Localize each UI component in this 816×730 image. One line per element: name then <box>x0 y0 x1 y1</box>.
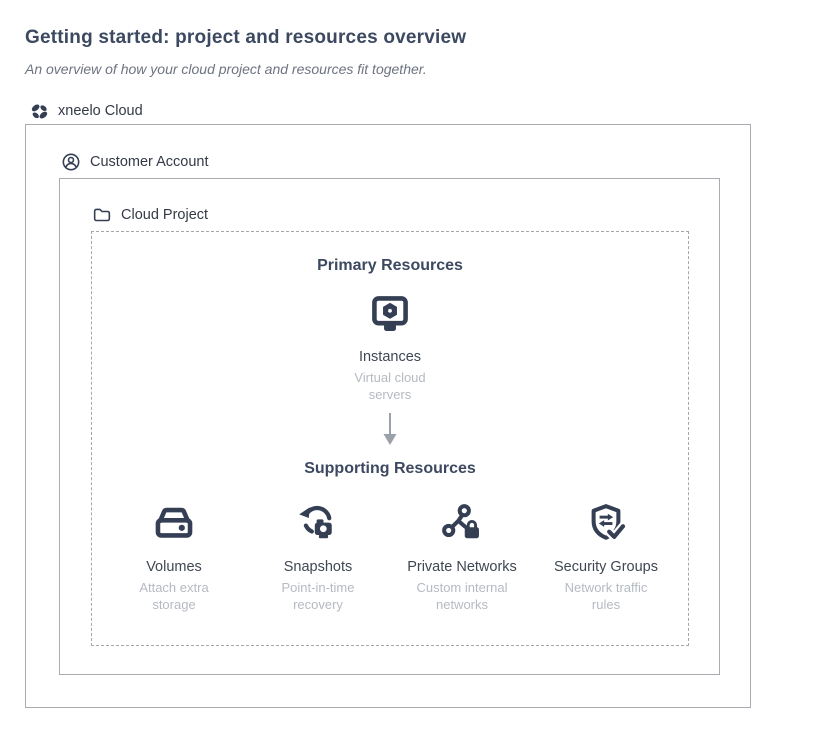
supporting-resources-row: Volumes Attach extra storage <box>92 502 688 613</box>
resource-description: Network traffic rules <box>551 580 661 613</box>
instances-resource: Instances Virtual cloud servers <box>92 292 688 403</box>
snapshots-restore-camera-icon <box>296 502 340 546</box>
volumes-resource: Volumes Attach extra storage <box>102 502 246 613</box>
customer-account-icon <box>61 152 81 172</box>
private-networks-resource: Private Networks Custom internal network… <box>390 502 534 613</box>
primary-resources-heading: Primary Resources <box>92 256 688 275</box>
resource-description: Custom internal networks <box>407 580 517 613</box>
down-arrow-icon <box>92 412 688 446</box>
security-groups-shield-icon <box>584 502 628 546</box>
folder-icon <box>92 205 112 225</box>
instances-monitor-icon <box>368 292 412 336</box>
resource-description: Point-in-time recovery <box>263 580 373 613</box>
customer-account-boundary: Cloud Project Primary Resources Instance… <box>59 178 720 675</box>
resource-description: Attach extra storage <box>119 580 229 613</box>
resource-label: Snapshots <box>284 559 353 576</box>
security-groups-resource: Security Groups Network traffic rules <box>534 502 678 613</box>
resource-label: Private Networks <box>407 559 517 576</box>
xneelo-cloud-boundary: Customer Account Cloud Project Primary R… <box>25 124 751 708</box>
resource-label: Security Groups <box>554 559 658 576</box>
cloud-provider-label: xneelo Cloud <box>58 103 143 119</box>
cloud-project-label: Cloud Project <box>121 207 208 223</box>
page-title: Getting started: project and resources o… <box>25 26 791 50</box>
cloud-provider-label-row: xneelo Cloud <box>30 101 791 121</box>
resource-label: Volumes <box>146 559 202 576</box>
customer-account-label: Customer Account <box>90 154 208 170</box>
resource-label: Instances <box>359 349 421 366</box>
cloud-project-boundary: Primary Resources Instances Virtual clou… <box>91 231 689 646</box>
snapshots-resource: Snapshots Point-in-time recovery <box>246 502 390 613</box>
customer-account-row: Customer Account <box>61 152 720 172</box>
page-subtitle: An overview of how your cloud project an… <box>25 61 791 78</box>
resource-description: Virtual cloud servers <box>335 370 445 403</box>
volumes-drive-icon <box>152 502 196 546</box>
private-networks-lock-icon <box>440 502 484 546</box>
xneelo-logo-icon <box>30 102 49 121</box>
supporting-resources-heading: Supporting Resources <box>92 459 688 478</box>
cloud-project-row: Cloud Project <box>92 205 719 225</box>
